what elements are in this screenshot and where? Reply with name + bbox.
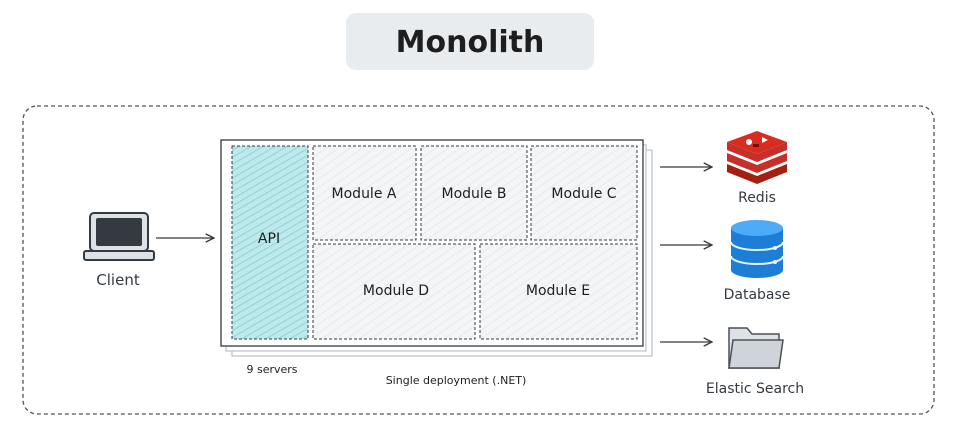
redis-icon <box>727 131 787 184</box>
module-c: Module C <box>530 145 638 241</box>
database-icon <box>730 220 784 278</box>
module-a: Module A <box>312 145 417 241</box>
module-b: Module B <box>420 145 528 241</box>
database-label: Database <box>724 287 791 303</box>
module-e-label: Module E <box>526 283 590 299</box>
module-e: Module E <box>479 243 638 340</box>
api-block <box>231 145 309 340</box>
module-d: Module D <box>312 243 476 340</box>
page-title: Monolith <box>396 25 545 60</box>
module-b-label: Module B <box>442 186 507 202</box>
client-label: Client <box>96 271 140 289</box>
api-label: API <box>258 231 280 247</box>
module-c-label: Module C <box>551 186 616 202</box>
system-boundary <box>22 105 935 415</box>
folder-icon <box>728 327 784 369</box>
module-d-label: Module D <box>363 283 429 299</box>
redis-label: Redis <box>738 190 776 206</box>
module-a-label: Module A <box>332 186 397 202</box>
servers-count-label: 9 servers <box>246 363 297 376</box>
title-box <box>346 13 594 70</box>
deployment-caption: Single deployment (.NET) <box>386 374 527 387</box>
computer-icon <box>83 212 155 261</box>
elastic-search-label: Elastic Search <box>706 381 804 397</box>
